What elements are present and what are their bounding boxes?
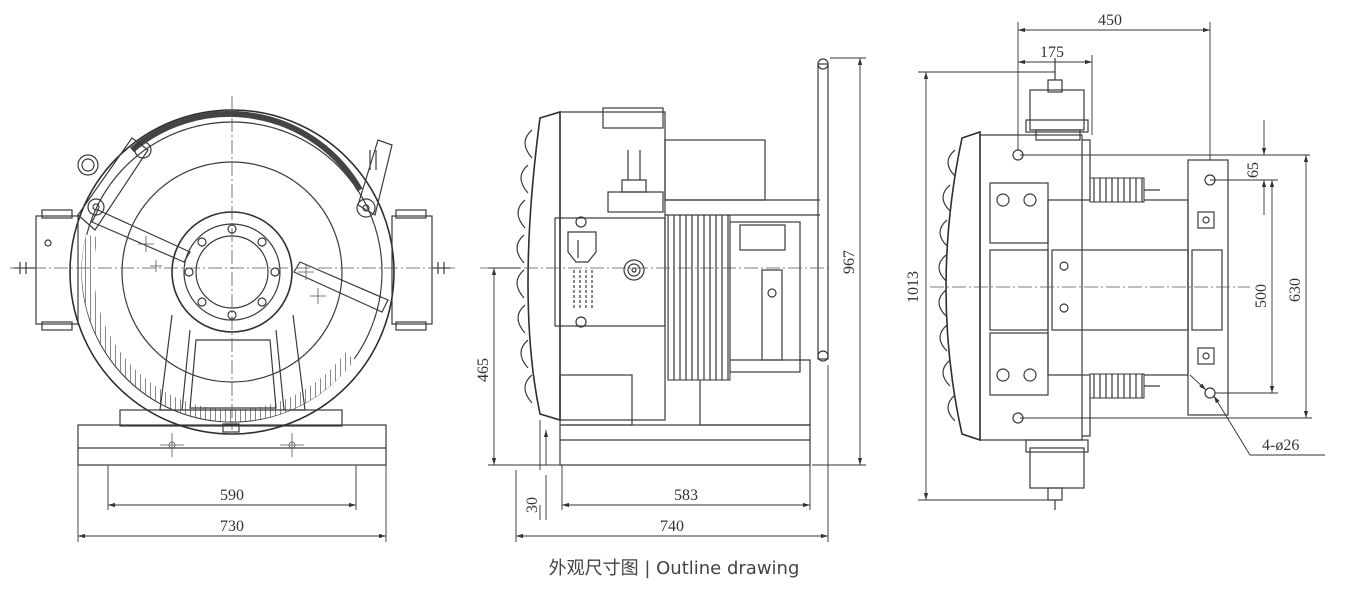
dim-top-65: 65 [1020,120,1310,215]
dim-label-65: 65 [1245,162,1262,178]
dim-top-500: 500 [1215,180,1278,394]
dim-front-730: 730 [77,465,387,542]
dim-front-590: 590 [107,465,357,510]
drawing-caption: 外观尺寸图 | Outline drawing [548,558,800,579]
dim-top-1013: 1013 [905,71,1060,501]
dim-top-450: 450 [1017,12,1211,160]
side-junction-box [554,216,666,328]
front-brake-arm-right [293,139,393,313]
dim-label-967: 967 [841,250,858,274]
dim-label-630: 630 [1287,278,1304,302]
dim-label-holes: 4-ø26 [1262,437,1299,454]
dim-side-967: 967 [812,57,866,466]
top-brake-housing-upper [1025,58,1089,141]
side-release-lever [817,58,829,362]
dim-top-holes: 4-ø26 [1189,374,1325,456]
dim-label-583: 583 [674,487,698,504]
dim-label-500: 500 [1253,284,1270,308]
dim-side-740: 740 [515,365,829,542]
dim-label-1013: 1013 [905,271,922,303]
dim-top-630: 630 [1020,155,1312,419]
dim-label-740: 740 [660,518,684,535]
top-brake-fins-upper [1089,177,1145,203]
base-bolt-left [160,433,184,457]
top-fins [938,130,981,442]
dim-label-30: 30 [524,497,541,513]
side-base [559,359,811,466]
top-brake-fins-lower [1089,373,1145,399]
dim-label-175: 175 [1040,44,1064,61]
top-brake-housing-lower [1025,439,1089,510]
side-traction-grooves [665,199,820,381]
side-view: 465 30 583 740 967 [475,57,866,542]
top-view: 450 175 1013 65 500 630 [905,12,1325,510]
dim-side-583: 583 [561,465,811,510]
front-brake-arm-left [77,137,191,263]
front-brake-block-left [14,209,79,331]
dim-label-465: 465 [475,358,492,382]
base-bolt-right [280,433,304,457]
dim-label-730: 730 [220,518,244,535]
dim-label-450: 450 [1098,12,1122,29]
front-view: 590 730 [10,96,455,542]
front-support-frame [159,314,306,411]
front-marks [138,236,326,304]
dim-top-175: 175 [1018,44,1093,135]
dim-label-590: 590 [220,487,244,504]
dim-side-465: 465 [475,267,560,466]
front-brake-block-right [391,209,450,331]
dim-side-30: 30 [524,420,549,520]
